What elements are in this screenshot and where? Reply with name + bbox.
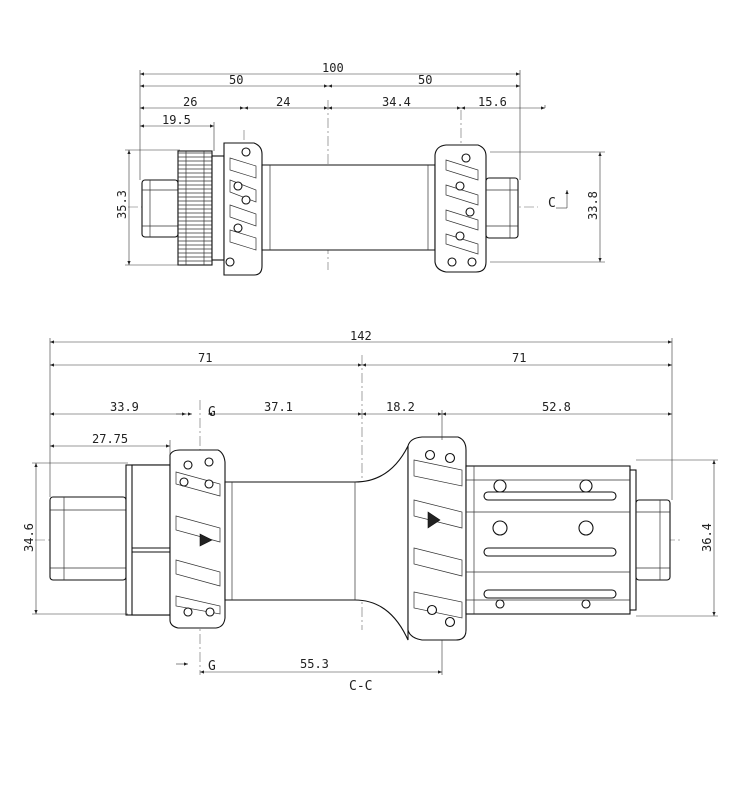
dim-bottom-left-flange-dia: 34.6 bbox=[22, 523, 36, 552]
top-rotor-spline bbox=[177, 150, 213, 266]
top-right-end-cap bbox=[485, 177, 519, 239]
top-left-end-cap bbox=[141, 179, 179, 238]
dim-top-left-half: 50 bbox=[229, 73, 243, 87]
dim-top-left-flange-offset: 26 bbox=[183, 95, 197, 109]
dim-bottom-left-half: 71 bbox=[198, 351, 212, 365]
dim-top-right-center-gap: 34.4 bbox=[382, 95, 411, 109]
bottom-hub-shell bbox=[224, 445, 409, 641]
dim-top-right-flange-dia: 33.8 bbox=[586, 191, 600, 220]
top-left-flange bbox=[223, 142, 263, 276]
top-hub-shell bbox=[261, 164, 436, 251]
bottom-freehub-body bbox=[465, 465, 631, 615]
bottom-hub-section bbox=[32, 338, 718, 675]
dim-top-right-flange-offset: 15.6 bbox=[478, 95, 507, 109]
bottom-left-flange bbox=[169, 449, 226, 629]
dim-bottom-left-offset: 33.9 bbox=[110, 400, 139, 414]
section-marker-c: C bbox=[548, 196, 556, 211]
bottom-right-flange bbox=[407, 436, 467, 641]
dim-bottom-right-center-gap: 18.2 bbox=[386, 400, 415, 414]
g-marker-top: G bbox=[208, 405, 216, 420]
dim-bottom-left-center-gap: 37.1 bbox=[264, 400, 293, 414]
bottom-right-end-cap bbox=[635, 499, 671, 581]
dim-top-left-center-gap: 24 bbox=[276, 95, 290, 109]
dim-top-left-flange-dia: 35.3 bbox=[115, 190, 129, 219]
top-right-flange bbox=[434, 144, 487, 273]
dim-bottom-flange-to-flange: 55.3 bbox=[300, 657, 329, 671]
dim-top-right-half: 50 bbox=[418, 73, 432, 87]
dim-bottom-right-flange-dia: 36.4 bbox=[700, 523, 714, 552]
dim-bottom-right-half: 71 bbox=[512, 351, 526, 365]
dim-bottom-right-offset: 52.8 bbox=[542, 400, 571, 414]
section-label-cc: C-C bbox=[349, 679, 372, 694]
dim-top-total: 100 bbox=[322, 61, 344, 75]
dim-top-rotor-offset: 19.5 bbox=[162, 113, 191, 127]
dim-bottom-rotor-offset: 27.75 bbox=[92, 432, 128, 446]
top-hub-view bbox=[125, 70, 605, 276]
dim-bottom-total: 142 bbox=[350, 329, 372, 343]
bottom-left-end-cap bbox=[49, 496, 127, 581]
g-marker-bottom: G bbox=[208, 659, 216, 674]
